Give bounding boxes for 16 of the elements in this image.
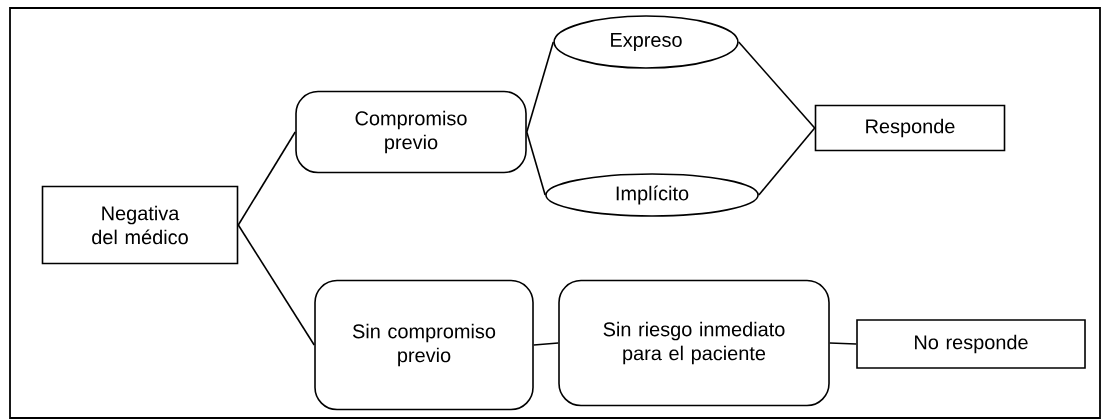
ellipse-node: Expreso — [553, 15, 739, 69]
process-box: Negativa del médico — [41, 185, 239, 265]
process-box: Responde — [814, 104, 1006, 152]
rounded-box: Sin compromiso previo — [314, 279, 534, 411]
connector-line — [526, 131, 546, 196]
rounded-box: Sin riesgo inmediato para el paciente — [558, 279, 830, 407]
connector-line — [737, 41, 816, 129]
rounded-box: Compromiso previo — [295, 90, 527, 174]
connector-line — [237, 131, 296, 226]
connector-line — [758, 127, 816, 196]
connector-line — [237, 224, 315, 346]
process-box: No responde — [856, 319, 1086, 369]
ellipse-node: Implícito — [545, 173, 759, 217]
connector-line — [526, 41, 555, 133]
connector-line — [533, 342, 559, 346]
connector-line — [829, 342, 857, 345]
